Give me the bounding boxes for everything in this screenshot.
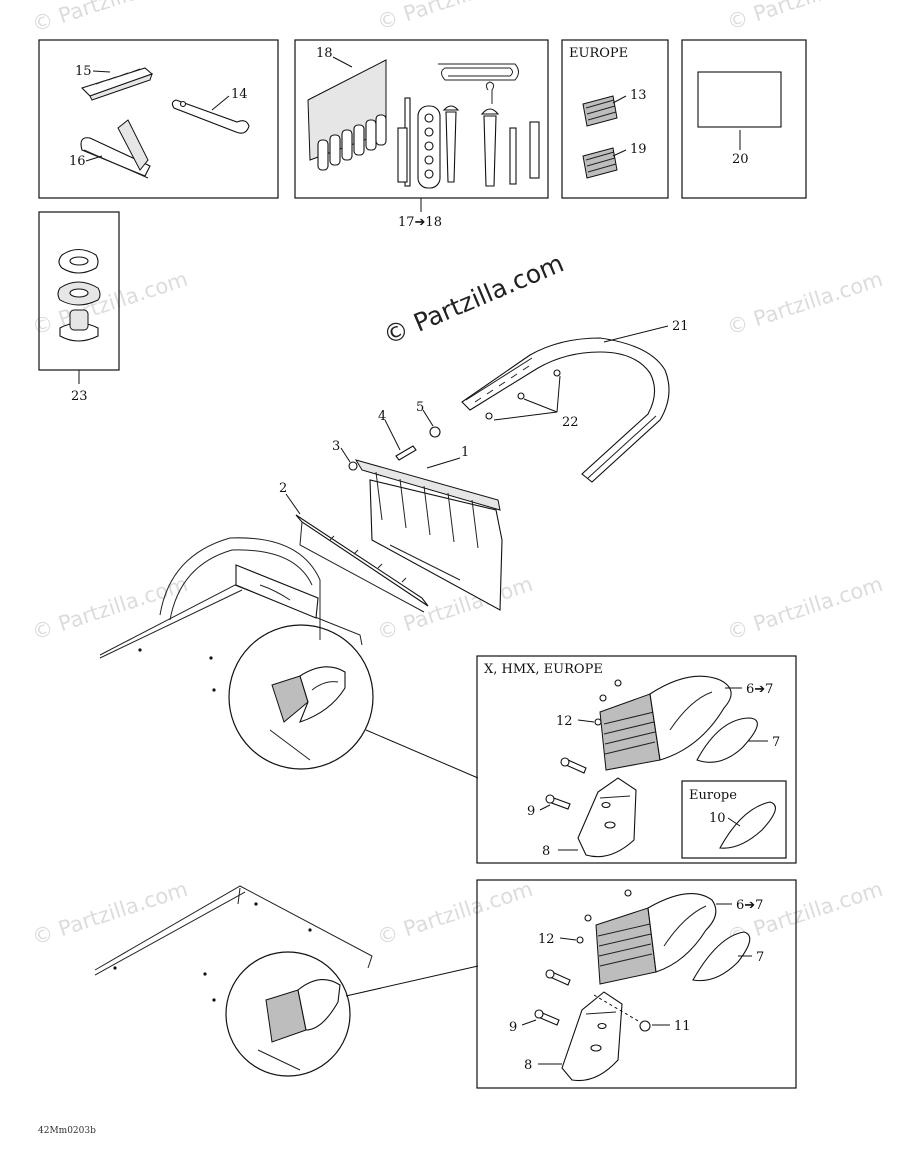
diagram-code: 42Mm0203b <box>38 1126 96 1136</box>
variant-box-standard <box>476 879 797 1089</box>
accessory-box-europe <box>561 39 669 199</box>
callout-2: 2 <box>279 481 287 496</box>
callout-16: 16 <box>69 154 86 169</box>
callout-22: 22 <box>562 415 579 430</box>
region-label-x-hmx-europe: X, HMX, EUROPE <box>484 662 603 677</box>
callout-23: 23 <box>71 389 88 404</box>
lens-icon <box>692 931 751 982</box>
callout-8-upper: 8 <box>542 844 550 859</box>
watermark-text: © Partzilla.com <box>29 267 191 340</box>
watermark-text: © Partzilla.com <box>374 877 536 950</box>
callout-3: 3 <box>332 439 340 454</box>
mount-kit-icon <box>57 248 101 342</box>
variant-inset-europe <box>681 780 787 859</box>
callout-13: 13 <box>630 88 647 103</box>
callout-17-18: 17➔18 <box>398 215 442 230</box>
callout-6-7-upper: 6➔7 <box>746 682 773 697</box>
headlight-icon <box>599 675 732 771</box>
strap-icon <box>80 67 154 101</box>
bracket-icon <box>561 991 623 1082</box>
callout-21: 21 <box>672 319 689 334</box>
watermark-text: © Partzilla.com <box>724 0 886 35</box>
callout-15: 15 <box>75 64 92 79</box>
headlight-icon <box>269 666 346 761</box>
watermark-text: © Partzilla.com <box>724 267 886 340</box>
callout-1: 1 <box>461 445 469 460</box>
callout-12-lower: 12 <box>538 932 555 947</box>
watermark-text: © Partzilla.com <box>29 0 191 37</box>
watermark-text: © Partzilla.com <box>29 572 191 645</box>
fastener-icon <box>485 369 561 420</box>
callout-6-7-lower: 6➔7 <box>736 898 763 913</box>
fastener-icon <box>348 426 441 471</box>
chassis-upper <box>99 537 363 692</box>
fastener-icon <box>534 969 651 1032</box>
callout-8-lower: 8 <box>524 1058 532 1073</box>
callout-19: 19 <box>630 142 647 157</box>
chassis-lower <box>94 885 373 1002</box>
callout-20: 20 <box>732 152 749 167</box>
bumper-icon <box>461 337 670 483</box>
callout-10: 10 <box>709 811 726 826</box>
decal-icon <box>582 95 618 127</box>
watermark-main: © Partzilla.com <box>379 248 568 350</box>
tool-kit-icon <box>307 59 540 189</box>
fastener-icon <box>576 889 632 944</box>
watermark-text: © Partzilla.com <box>374 0 536 35</box>
manual-icon <box>697 71 782 128</box>
accessory-box-small-parts <box>38 39 279 199</box>
zoom-circle-upper <box>228 624 374 770</box>
callout-7-upper: 7 <box>772 735 780 750</box>
lens-icon <box>696 717 758 763</box>
variant-box-x-hmx-europe <box>476 655 797 864</box>
region-label-europe-inset: Europe <box>689 788 737 803</box>
watermark-text: © Partzilla.com <box>29 877 191 950</box>
callout-14: 14 <box>231 87 248 102</box>
region-label-europe: EUROPE <box>569 46 628 61</box>
callout-11: 11 <box>674 1019 691 1034</box>
callout-12-upper: 12 <box>556 714 573 729</box>
callout-9-lower: 9 <box>509 1020 517 1035</box>
decal-icon <box>582 147 618 179</box>
callout-5: 5 <box>416 400 424 415</box>
fastener-icon <box>545 757 587 810</box>
zoom-circle-lower <box>225 951 351 1077</box>
flap-icon <box>354 459 503 611</box>
fastener-icon <box>594 679 622 726</box>
frame-icon <box>295 514 429 613</box>
lens-icon <box>719 801 776 849</box>
accessory-box-manual <box>681 39 807 199</box>
headlight-icon <box>257 979 341 1071</box>
watermark-text: © Partzilla.com <box>724 572 886 645</box>
callout-4: 4 <box>378 409 386 424</box>
bracket-icon <box>80 119 151 179</box>
callout-9-upper: 9 <box>527 804 535 819</box>
bracket-icon <box>577 777 637 858</box>
wrench-icon <box>171 99 250 134</box>
headlight-icon <box>595 893 717 985</box>
callout-7-lower: 7 <box>756 950 764 965</box>
callout-18: 18 <box>316 46 333 61</box>
